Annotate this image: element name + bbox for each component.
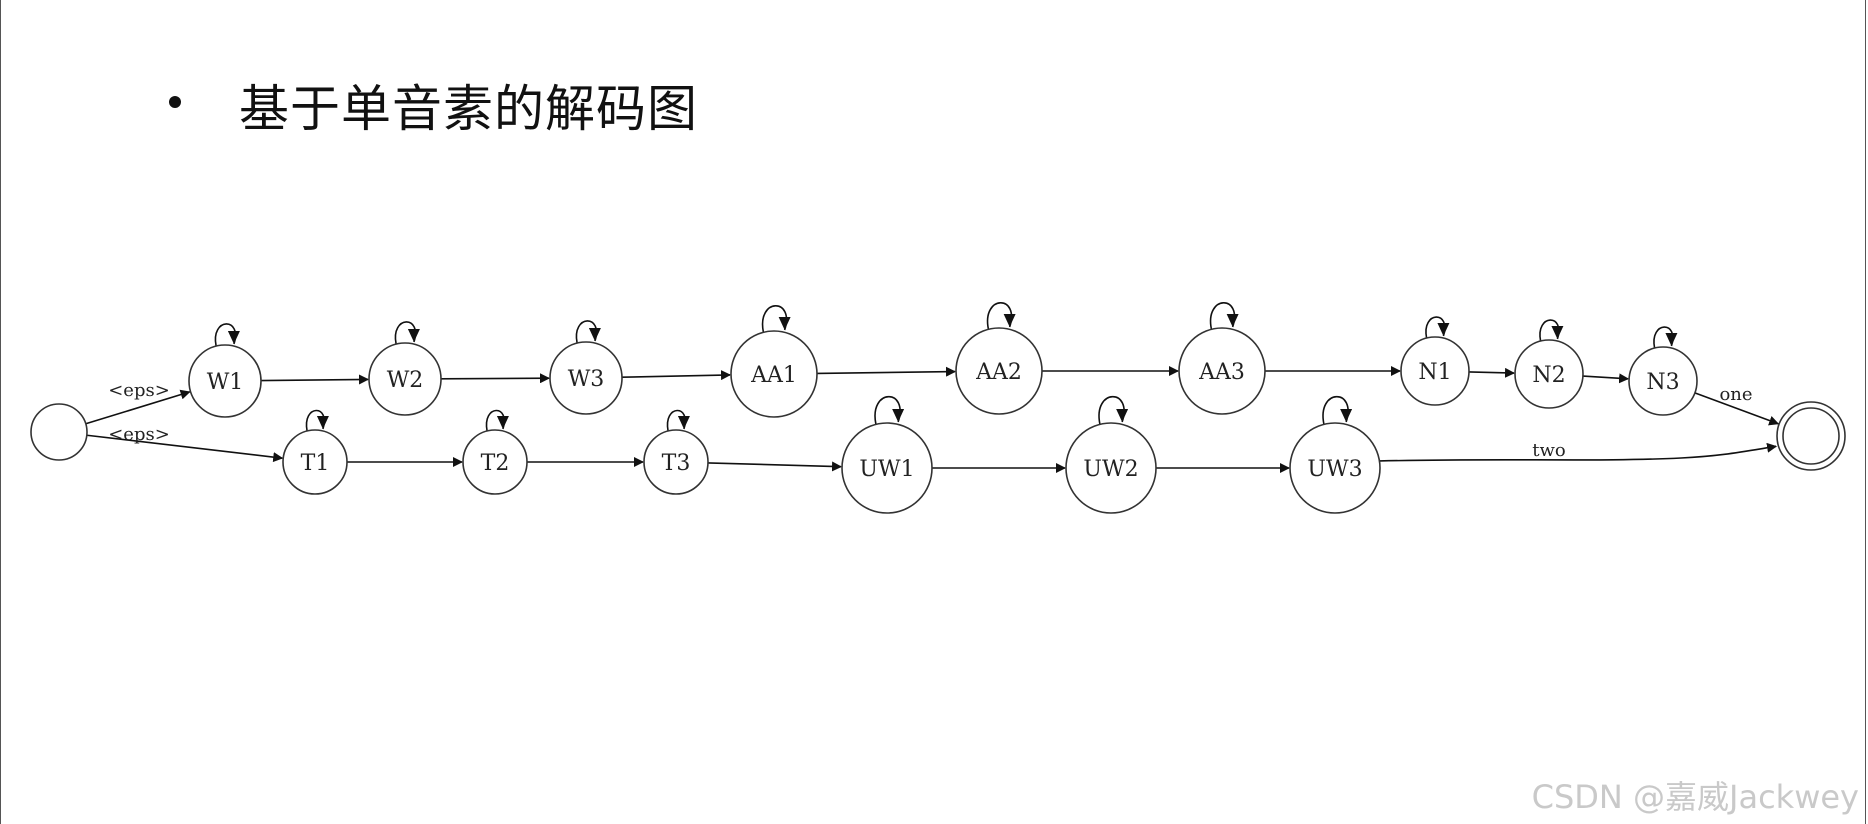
state-label-W1: W1 <box>207 370 244 395</box>
state-T1 <box>282 429 348 495</box>
self-loop-UW1 <box>874 396 905 425</box>
state-label-N3: N3 <box>1646 370 1679 395</box>
watermark: CSDN @嘉威Jackwey <box>1531 778 1859 816</box>
start-state <box>30 403 88 461</box>
state-label-AA2: AA2 <box>975 360 1022 385</box>
edge-label-N3-final: one <box>1719 384 1752 405</box>
final-state-inner-ring <box>1782 407 1840 465</box>
slide-title: 基于单音素的解码图 <box>239 80 698 138</box>
self-loop-UW3 <box>1322 396 1353 425</box>
state-N2 <box>1514 339 1584 409</box>
state-UW1 <box>841 422 933 514</box>
edge-N1-N2 <box>1468 367 1516 378</box>
state-label-W2: W2 <box>387 368 424 393</box>
state-W1 <box>188 344 262 418</box>
self-loop-N1 <box>1425 316 1450 339</box>
state-label-UW1: UW1 <box>859 457 914 482</box>
edge-start-T1 <box>86 434 284 463</box>
edge-label-UW3-final: two <box>1532 440 1565 461</box>
self-loop-N2 <box>1539 319 1564 342</box>
self-loop-T2 <box>485 409 509 432</box>
edge-W1-W2 <box>260 374 370 385</box>
self-loop-UW2 <box>1098 396 1129 425</box>
state-label-UW2: UW2 <box>1083 457 1138 482</box>
edge-T3-UW1 <box>707 461 843 472</box>
self-loop-AA2 <box>986 302 1016 330</box>
self-loop-AA3 <box>1209 302 1239 330</box>
edge-N3-final <box>1694 392 1780 426</box>
edge-label-start-T1: <eps> <box>108 424 170 445</box>
state-AA2 <box>955 327 1043 415</box>
state-label-N1: N1 <box>1418 360 1451 385</box>
state-W2 <box>368 342 442 416</box>
state-UW2 <box>1065 422 1157 514</box>
edge-W3-AA1 <box>621 370 732 381</box>
state-N3 <box>1628 346 1698 416</box>
self-loop-N3 <box>1653 326 1678 349</box>
state-AA1 <box>730 330 818 418</box>
state-label-T2: T2 <box>481 451 510 476</box>
state-AA3 <box>1178 327 1266 415</box>
state-label-T1: T1 <box>301 451 330 476</box>
state-label-AA3: AA3 <box>1198 360 1245 385</box>
edge-N2-N3 <box>1582 373 1630 384</box>
state-label-N2: N2 <box>1532 363 1565 388</box>
state-UW3 <box>1289 422 1381 514</box>
self-loop-T3 <box>666 409 690 432</box>
state-W3 <box>549 341 623 415</box>
edge-label-start-W1: <eps> <box>108 380 170 401</box>
bullet-dot <box>169 96 181 108</box>
edge-W2-W3 <box>440 373 551 384</box>
state-label-T3: T3 <box>662 451 691 476</box>
self-loop-W3 <box>575 320 601 344</box>
state-N1 <box>1400 336 1470 406</box>
edge-UW3-final <box>1379 442 1778 462</box>
edge-AA1-AA2 <box>816 366 957 377</box>
state-T3 <box>643 429 709 495</box>
state-label-W3: W3 <box>568 367 605 392</box>
self-loop-W1 <box>214 323 240 347</box>
self-loop-T1 <box>305 409 329 432</box>
self-loop-AA1 <box>761 305 791 333</box>
state-T2 <box>462 429 528 495</box>
state-label-AA1: AA1 <box>750 363 797 388</box>
state-label-UW3: UW3 <box>1307 457 1362 482</box>
edge-start-W1 <box>85 389 191 425</box>
self-loop-W2 <box>394 321 420 345</box>
